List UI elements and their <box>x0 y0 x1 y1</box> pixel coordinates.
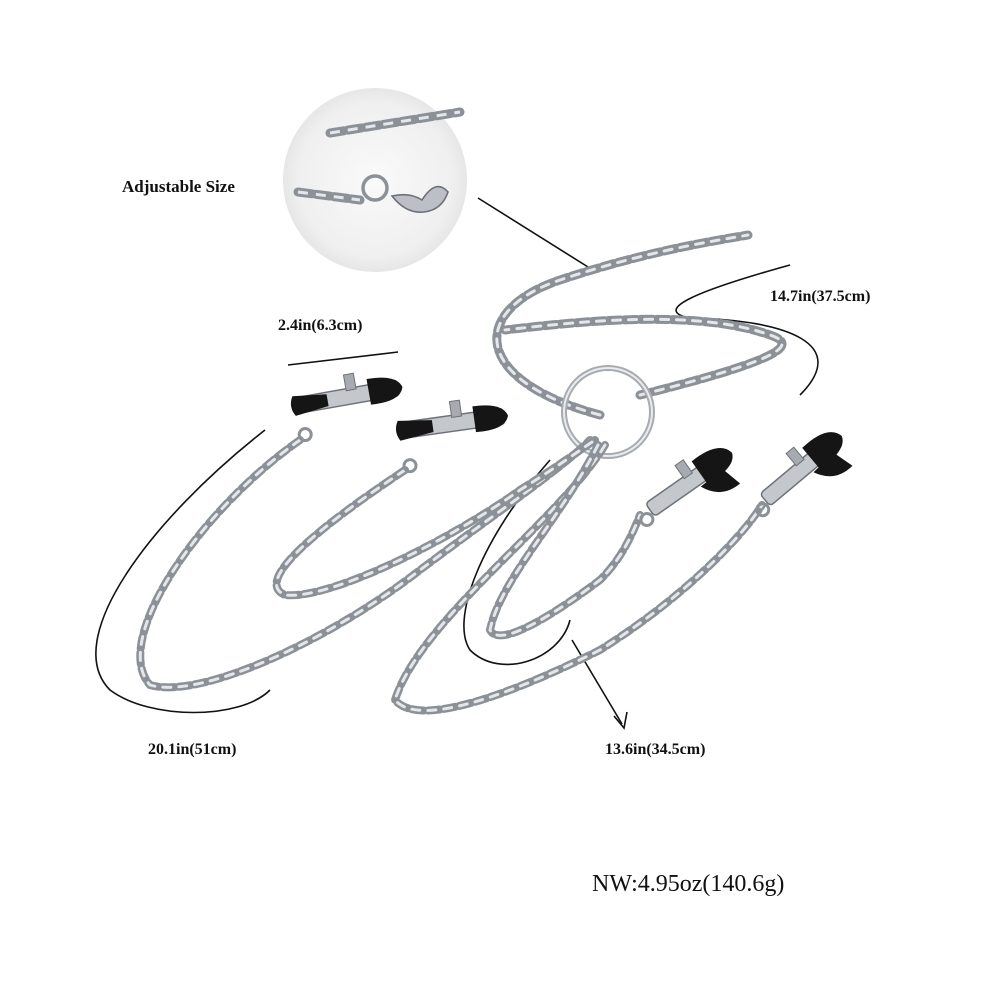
clamp-length-line <box>287 351 399 366</box>
o-ring-icon <box>361 174 389 202</box>
adjustable-inset <box>283 88 467 272</box>
right-chain-length-label: 13.6in(34.5cm) <box>605 741 706 758</box>
right-chains <box>390 441 766 715</box>
clamp-icon <box>395 399 508 474</box>
main-chain <box>492 230 787 420</box>
clamp-icon <box>755 432 853 518</box>
clamp-icon <box>639 448 741 528</box>
clamp-length-label: 2.4in(6.3cm) <box>278 317 363 334</box>
left-chain-length-label: 20.1in(51cm) <box>148 741 237 758</box>
clamp-icon <box>290 372 403 443</box>
left-chain-guide <box>95 429 271 714</box>
lobster-clasp-icon <box>390 185 449 213</box>
right-chain-arrowhead <box>613 711 628 730</box>
adjustable-size-label: Adjustable Size <box>122 177 235 196</box>
upper-chain-length-label: 14.7in(37.5cm) <box>770 288 871 305</box>
left-chains <box>136 436 599 692</box>
right-chain-guide <box>463 459 571 666</box>
chain-icon <box>293 187 365 205</box>
net-weight-label: NW:4.95oz(140.6g) <box>592 871 785 897</box>
adjust-pointer-line <box>477 197 597 273</box>
right-chain-arrow-line <box>571 639 623 725</box>
